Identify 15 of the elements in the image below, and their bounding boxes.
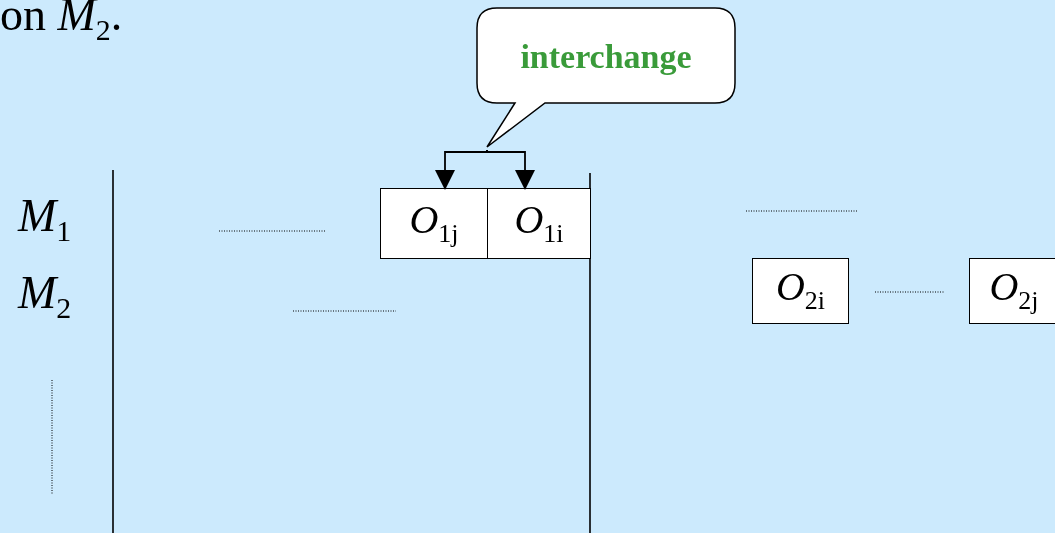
operation-label: O$_{1i}$ [514, 199, 564, 248]
operation-label: O$_{1j}$ [409, 199, 459, 248]
operation-label: O$_{2j}$ [989, 267, 1039, 315]
operation-box [752, 258, 849, 324]
operation-label: O$_{2i}$ [775, 267, 826, 315]
callout-text: interchange [519, 40, 693, 74]
operation-box [969, 258, 1055, 324]
operation-box [487, 188, 591, 259]
operation-box [380, 188, 488, 259]
arrow [486, 149, 535, 190]
arrow [435, 149, 488, 190]
text-fragment: on M$_{2}$. [0, 0, 123, 46]
machine-label: M$_{1}$ [18, 193, 72, 247]
machine-label: M$_{2}$ [18, 270, 72, 324]
speech-bubble [475, 6, 737, 150]
